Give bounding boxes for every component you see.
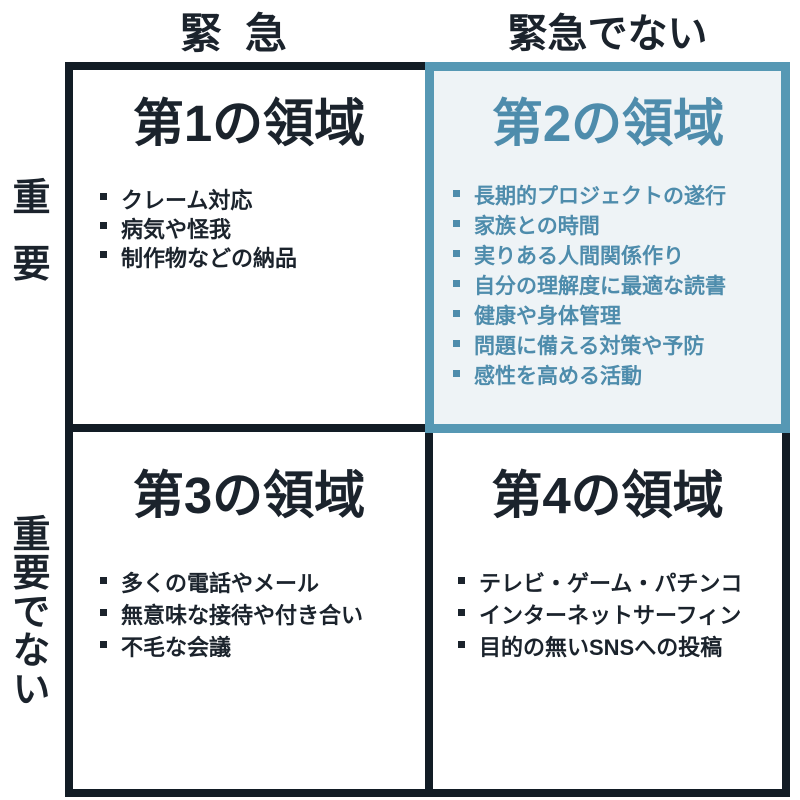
bullet-icon	[458, 576, 465, 584]
item-text: 目的の無いSNSへの投稿	[479, 635, 723, 660]
bullet-icon	[100, 222, 107, 229]
quadrant-3-list: 多くの電話やメール無意味な接待や付き合い不毛な会議	[100, 566, 363, 662]
bullet-icon	[100, 193, 107, 200]
list-item: 実りある人間関係作り	[453, 240, 726, 270]
quadrant-1-title: 第1の領域	[132, 95, 366, 152]
bullet-icon	[453, 219, 460, 227]
list-item: インターネットサーフィン	[458, 598, 742, 630]
bullet-icon	[100, 251, 107, 258]
axis-label-not-urgent: 緊急でない	[507, 12, 708, 56]
item-text: 家族との時間	[474, 215, 600, 238]
bullet-icon	[453, 309, 460, 317]
item-text: 感性を高める活動	[474, 365, 642, 388]
bullet-icon	[458, 640, 465, 648]
quadrant-4-title: 第4の領域	[491, 467, 724, 524]
bullet-icon	[458, 608, 465, 616]
item-text: 自分の理解度に最適な読書	[474, 275, 726, 298]
list-item: 多くの電話やメール	[100, 566, 363, 598]
item-text: 長期的プロジェクトの遂行	[474, 185, 726, 208]
list-item: 不毛な会議	[100, 630, 363, 662]
item-text: クレーム対応	[121, 187, 253, 213]
list-item: クレーム対応	[100, 184, 297, 213]
bullet-icon	[453, 189, 460, 197]
bullet-icon	[453, 339, 460, 347]
quadrant-4-list: テレビ・ゲーム・パチンコインターネットサーフィン目的の無いSNSへの投稿	[458, 566, 742, 662]
list-item: 自分の理解度に最適な読書	[453, 270, 726, 300]
item-text: テレビ・ゲーム・パチンコ	[479, 571, 743, 596]
bullet-icon	[453, 369, 460, 377]
bullet-icon	[100, 640, 107, 648]
axis-label-urgent: 緊急	[179, 10, 311, 57]
item-text: 健康や身体管理	[474, 305, 621, 328]
list-item: 目的の無いSNSへの投稿	[458, 630, 742, 662]
item-text: 多くの電話やメール	[121, 571, 320, 596]
bullet-icon	[453, 249, 460, 257]
item-text: 不毛な会議	[121, 635, 232, 660]
list-item: テレビ・ゲーム・パチンコ	[458, 566, 742, 598]
bullet-icon	[100, 608, 107, 616]
bullet-icon	[100, 576, 107, 584]
quadrant-1-list: クレーム対応病気や怪我制作物などの納品	[100, 184, 297, 271]
list-item: 病気や怪我	[100, 213, 297, 242]
axis-label-not-important: 重要でない	[6, 513, 48, 708]
list-item: 家族との時間	[453, 210, 726, 240]
item-text: 問題に備える対策や予防	[474, 335, 705, 358]
item-text: インターネットサーフィン	[479, 603, 742, 628]
quadrant-3-title: 第3の領域	[132, 467, 366, 524]
list-item: 感性を高める活動	[453, 360, 726, 390]
item-text: 無意味な接待や付き合い	[121, 603, 364, 628]
quadrant-2-highlight-box	[425, 62, 790, 433]
list-item: 問題に備える対策や予防	[453, 330, 726, 360]
quadrant-2-list: 長期的プロジェクトの遂行家族との時間実りある人間関係作り自分の理解度に最適な読書…	[453, 180, 726, 390]
item-text: 病気や怪我	[121, 216, 232, 242]
bullet-icon	[453, 279, 460, 287]
quadrant-2-title: 第2の領域	[491, 95, 725, 152]
item-text: 制作物などの納品	[121, 245, 298, 271]
item-text: 実りある人間関係作り	[474, 245, 684, 268]
list-item: 制作物などの納品	[100, 242, 297, 271]
list-item: 無意味な接待や付き合い	[100, 598, 363, 630]
list-item: 長期的プロジェクトの遂行	[453, 180, 726, 210]
axis-label-important: 重要	[6, 176, 48, 310]
list-item: 健康や身体管理	[453, 300, 726, 330]
